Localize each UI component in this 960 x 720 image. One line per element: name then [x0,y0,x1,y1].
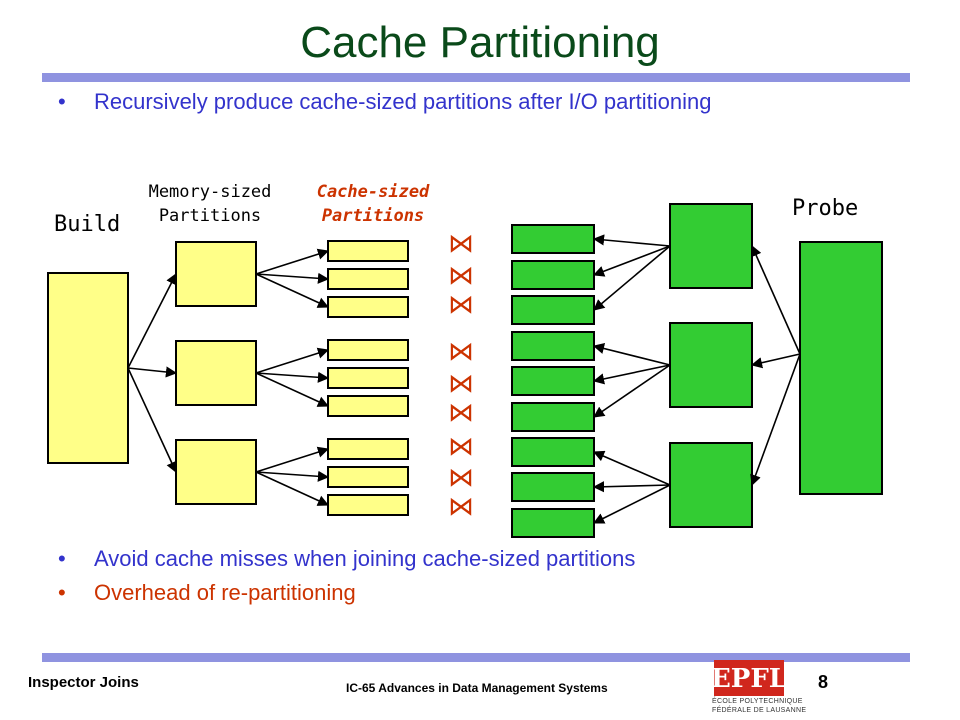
probe-cache-partition-box [511,331,595,361]
probe-cache-split-arrow [593,364,671,418]
bullet-top-1: • Recursively produce cache-sized partiti… [58,89,712,115]
join-symbol-icon: ⋈ [448,463,474,493]
cache-partition-box [327,494,409,516]
memory-partition-box [175,340,257,406]
probe-cache-split-arrow [592,484,671,524]
logo-text-line1: ÉCOLE POLYTECHNIQUE [712,698,803,705]
memory-label-line1: Memory-sized [148,182,272,202]
cache-partition-box [327,438,409,460]
probe-memory-partition-box [669,322,753,408]
probe-cache-partition-box [511,508,595,538]
memory-sized-label: Memory-sized Partitions [128,182,292,226]
cache-split-arrow [255,470,330,482]
build-split-arrow [127,273,177,369]
join-symbol-icon: ⋈ [448,229,474,259]
probe-cache-partition-box [511,472,595,502]
cache-split-arrow [255,248,330,275]
bullet-marker: • [58,546,66,571]
cache-split-arrow [255,372,330,407]
bullet-text: Recursively produce cache-sized partitio… [94,89,712,114]
join-symbol-icon: ⋈ [448,290,474,320]
bullet-text: Avoid cache misses when joining cache-si… [94,546,636,571]
build-split-arrow [127,367,177,474]
memory-partition-box [175,439,257,505]
cache-partition-box [327,268,409,290]
probe-relation-box [799,241,883,495]
bullet-bottom-2: • Overhead of re-partitioning [58,580,356,606]
join-symbol-icon: ⋈ [448,432,474,462]
join-symbol-icon: ⋈ [448,337,474,367]
probe-label: Probe [792,196,859,221]
probe-cache-partition-box [511,366,595,396]
slide-title: Cache Partitioning [300,18,660,67]
probe-split-arrow [750,353,801,487]
cache-split-arrow [255,273,330,308]
bullet-bottom-1: • Avoid cache misses when joining cache-s… [58,546,635,572]
cache-partition-box [327,240,409,262]
footer-course: IC-65 Advances in Data Management System… [346,681,608,695]
epfl-logo: EPFL ÉCOLE POLYTECHNIQUE FÉDÉRALE DE LAU… [708,660,818,718]
probe-cache-split-arrow [593,245,671,311]
bottom-divider [42,653,910,662]
probe-cache-split-arrow [592,245,671,277]
page-number: 8 [818,672,829,692]
cache-split-arrow [255,371,330,383]
join-symbol-icon: ⋈ [448,398,474,428]
cache-split-arrow [255,446,330,473]
bullet-text: Overhead of re-partitioning [94,580,356,605]
probe-cache-split-arrow [592,234,671,247]
join-symbol-icon: ⋈ [448,369,474,399]
probe-cache-partition-box [511,224,595,254]
build-split-arrow [127,366,178,378]
cache-partition-box [327,367,409,389]
top-divider [42,73,910,82]
probe-split-arrow [750,244,801,355]
memory-partition-box [175,241,257,307]
cache-partition-box [327,395,409,417]
build-label: Build [54,212,121,237]
probe-cache-split-arrow [592,343,671,366]
build-relation-box [47,272,129,464]
probe-cache-partition-box [511,437,595,467]
cache-partition-box [327,339,409,361]
probe-split-arrow [750,353,801,369]
join-symbol-icon: ⋈ [448,492,474,522]
probe-cache-split-arrow [592,364,671,385]
probe-memory-partition-box [669,203,753,289]
cache-split-arrow [255,272,330,284]
epfl-logo-mark: EPFL [714,660,784,696]
cache-partition-box [327,466,409,488]
memory-label-line2: Partitions [158,206,262,226]
logo-text-line2: FÉDÉRALE DE LAUSANNE [712,707,807,714]
probe-cache-partition-box [511,402,595,432]
cache-split-arrow [255,347,330,374]
probe-cache-split-arrow [592,450,671,486]
probe-cache-split-arrow [592,481,671,493]
probe-memory-partition-box [669,442,753,528]
footer-title: Inspector Joins [28,674,139,691]
cache-label-line2: Partitions [321,206,425,226]
svg-text:EPFL: EPFL [714,664,784,694]
join-symbol-icon: ⋈ [448,261,474,291]
probe-cache-partition-box [511,295,595,325]
cache-split-arrow [255,471,330,506]
cache-partition-box [327,296,409,318]
bullet-marker: • [58,580,66,605]
bullet-marker: • [58,89,66,114]
cache-sized-label: Cache-sized Partitions [296,182,450,226]
probe-cache-partition-box [511,260,595,290]
cache-label-line1: Cache-sized [316,182,430,202]
